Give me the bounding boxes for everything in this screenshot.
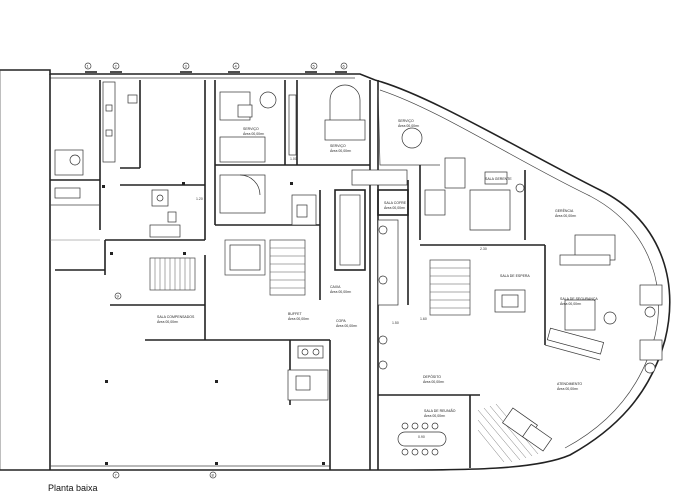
room-label-atendimento: ATENDIMENTO [557, 382, 582, 386]
room-area-servico-right: Área 00,00m² [398, 124, 420, 128]
dimension-label: 2.30 [480, 247, 487, 251]
room-area-caixa: Área 00,00m² [330, 290, 352, 294]
room-area-deposito: Área 00,00m² [423, 380, 445, 384]
dimension-label: 1.20 [196, 197, 203, 201]
room-label-sala-compensados: SALA COMPENSADOS [157, 315, 195, 319]
room-label-gerencia: GERÊNCIA [555, 208, 574, 213]
room-area-gerencia: Área 00,00m² [555, 214, 577, 218]
room-area-atendimento: Área 00,00m² [557, 387, 579, 391]
dimension-label: 1.00 [290, 157, 297, 161]
room-label-sala-gerente: SALA GERENTE [485, 177, 512, 181]
room-area-copa: Área 00,00m² [336, 324, 358, 328]
room-label-buffet: BUFFET [288, 312, 302, 316]
room-label-sala-reuniao: SALA DE REUNIÃO [424, 408, 456, 413]
room-area-servico-mid: Área 00,00m² [330, 149, 352, 153]
bottom-center: DEPÓSITO Área 00,00m² SALA DE REUNIÃO Ár… [287, 317, 553, 470]
axis-label: 7 [115, 473, 118, 478]
top-offices: SERVIÇO Área 00,00m² SERVIÇO Área 00,00m… [214, 80, 370, 170]
room-label-sala-seguranca: SALA DE SEGURANÇA [560, 297, 598, 301]
axis-label: 8 [212, 473, 215, 478]
right-wing: SERVIÇO Área 00,00m² SALA GERENTE SALA D… [377, 89, 663, 391]
dimension-label: 1.60 [420, 317, 427, 321]
axis-label: 3 [185, 64, 188, 69]
room-area-buffet: Área 00,00m² [288, 317, 310, 321]
room-label-servico-top: SERVIÇO [243, 127, 259, 131]
axis-label: 1 [87, 64, 90, 69]
axis-label: 2 [115, 64, 118, 69]
axis-label: 5 [313, 64, 316, 69]
structural-columns [102, 182, 325, 465]
central-core: BUFFET Área 00,00m² COPA Área 00,00m² 1.… [196, 170, 358, 328]
axis-label: 6 [343, 64, 346, 69]
room-label-servico-right: SERVIÇO [398, 119, 414, 123]
room-area-sala-compensados: Área 00,00m² [157, 320, 179, 324]
axis-label: 4 [235, 64, 238, 69]
room-area-sala-cofre: Área 00,00m² [384, 206, 406, 210]
vault-zone: SALA COFRE Área 00,00m² CAIXA Área 00,00… [330, 80, 409, 470]
center-left-zone: SALA COMPENSADOS Área 00,00m² [105, 80, 330, 341]
left-zone [50, 80, 141, 275]
room-area-sala-seguranca: Área 00,00m² [560, 302, 582, 306]
dimension-label: 1.50 [392, 321, 399, 325]
room-label-caixa: CAIXA [330, 285, 341, 289]
room-label-servico-mid: SERVIÇO [330, 144, 346, 148]
room-label-sala-espera: SALA DE ESPERA [500, 274, 530, 278]
dimension-label: 0.90 [418, 435, 425, 439]
room-label-copa: COPA [336, 319, 346, 323]
room-area-servico-top: Área 00,00m² [243, 132, 265, 136]
plan-caption: Planta baixa [48, 483, 98, 493]
axis-markers: 1 2 3 4 5 6 7 8 9 [84, 62, 348, 479]
outer-walls [0, 69, 671, 471]
room-label-deposito: DEPÓSITO [423, 374, 441, 379]
axis-label: 9 [117, 294, 120, 299]
room-label-sala-cofre: SALA COFRE [384, 201, 407, 205]
room-area-sala-reuniao: Área 00,00m² [424, 414, 446, 418]
